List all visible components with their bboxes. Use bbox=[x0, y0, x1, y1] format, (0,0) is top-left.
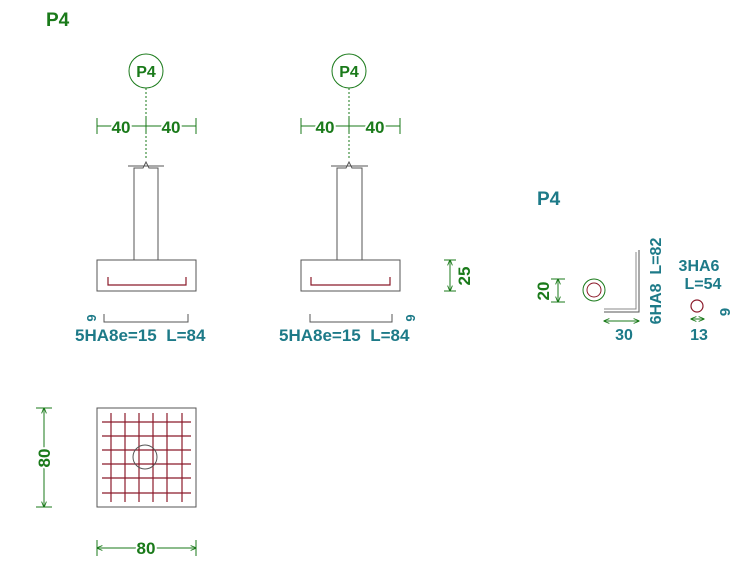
footing-outline bbox=[300, 259, 401, 292]
small-label-1: 3HA6 bbox=[679, 258, 720, 275]
height-dim-label: 25 bbox=[455, 267, 474, 286]
bar-leg-label: 30 bbox=[615, 327, 633, 344]
cover-mark: 6 bbox=[84, 314, 99, 321]
column-circle bbox=[132, 444, 158, 470]
dim-right-label: 40 bbox=[366, 118, 385, 137]
small-bottom-label: 13 bbox=[690, 327, 708, 344]
cover-mark: 6 bbox=[403, 314, 418, 321]
small-label-2: L=54 bbox=[685, 276, 722, 293]
section-left: P4 40 40 6 5HA8e=15 L=84 bbox=[75, 53, 206, 345]
small-stirrup-icon bbox=[690, 299, 704, 313]
column-tag-label: P4 bbox=[136, 64, 156, 81]
dim-right-label: 40 bbox=[162, 118, 181, 137]
l-bar-shape bbox=[604, 250, 640, 313]
plan-view: 80 80 bbox=[33, 407, 197, 560]
bottom-rebar bbox=[310, 277, 391, 286]
stirrup-height-label: 20 bbox=[534, 282, 553, 301]
rebar-mesh bbox=[102, 413, 191, 502]
column-tag-label: P4 bbox=[339, 64, 359, 81]
column-outline bbox=[336, 160, 363, 260]
column-outline bbox=[133, 160, 159, 260]
section-right: P4 40 40 6 5HA8e=15 L=84 25 bbox=[279, 53, 474, 345]
details: P4 20 30 6HA8 L=82 3HA6 L=54 13 6 bbox=[534, 189, 733, 344]
bottom-rebar bbox=[107, 277, 187, 286]
page-title: P4 bbox=[46, 10, 70, 31]
plan-outline bbox=[96, 407, 197, 508]
rebar-shape bbox=[309, 314, 393, 323]
small-side-label: 6 bbox=[716, 308, 733, 316]
l-bar-inner bbox=[604, 252, 637, 310]
rebar-label: 5HA8e=15 L=84 bbox=[75, 326, 206, 345]
footing-outline bbox=[96, 259, 197, 292]
dim-left-label: 40 bbox=[112, 118, 131, 137]
rebar-shape bbox=[103, 314, 189, 323]
bar-label: 6HA8 L=82 bbox=[648, 238, 665, 325]
side-dim-label: 80 bbox=[35, 449, 54, 468]
details-title: P4 bbox=[537, 189, 561, 210]
stirrup-icon bbox=[582, 278, 606, 302]
bottom-dim-label: 80 bbox=[137, 539, 156, 558]
stirrup-inner-icon bbox=[586, 282, 602, 298]
dim-left-label: 40 bbox=[316, 118, 335, 137]
rebar-label: 5HA8e=15 L=84 bbox=[279, 326, 410, 345]
